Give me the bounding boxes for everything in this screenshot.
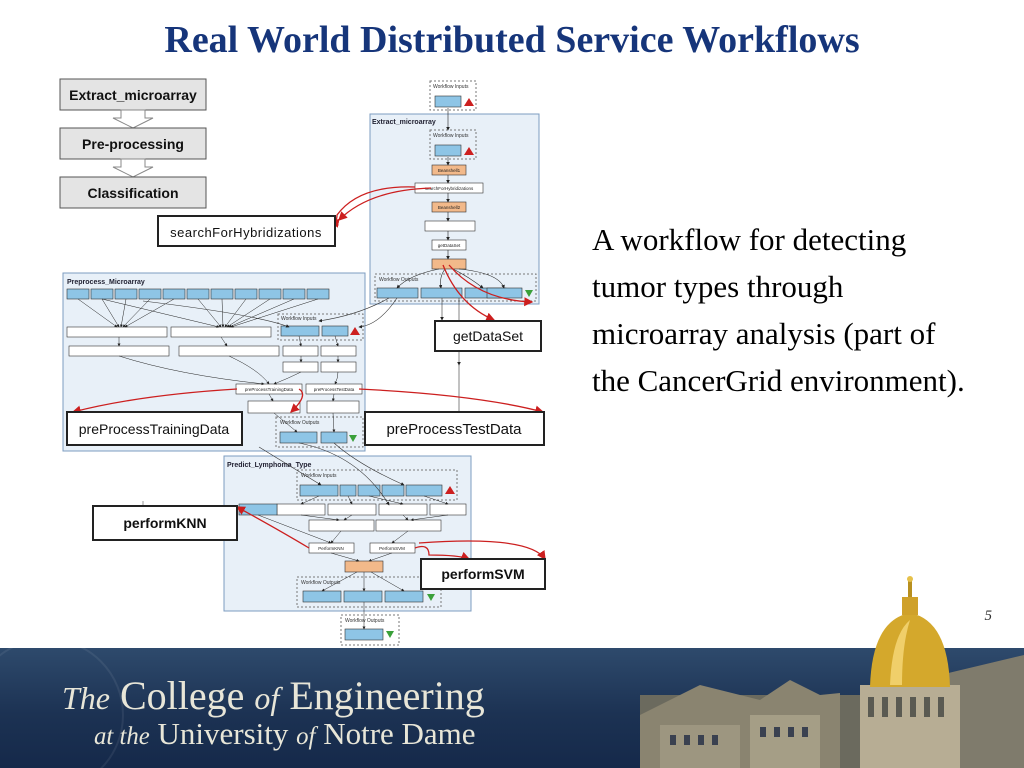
group-predict-title: Predict_Lymphoma_Type — [227, 462, 312, 469]
page-number: 5 — [984, 608, 993, 624]
pipeline-steps: Extract_microarray Pre-processing Classi… — [59, 78, 207, 209]
callout-perform-svm-box — [420, 558, 546, 590]
slide-caption: A workflow for detecting tumor types thr… — [592, 222, 965, 398]
workflow-outputs-label: Workflow Outputs — [345, 618, 385, 624]
workflow-outputs-label: Workflow Outputs — [280, 420, 320, 426]
node-search-small-label: searchForHybridizations — [425, 186, 474, 191]
callout-getdataset-box — [434, 320, 542, 352]
callout-perform-knn-label: performKNN — [123, 515, 206, 531]
callout-search-box — [157, 215, 336, 247]
footer-the: The — [62, 680, 110, 716]
node-preprocess-test-small-label: preProcessTestData — [314, 387, 355, 392]
node-beanshell2-label: Beanshell2 — [438, 205, 461, 210]
workflow-outputs-label: Workflow Outputs — [379, 277, 419, 283]
university-seal-watermark — [0, 648, 124, 768]
footer-college: College — [120, 673, 245, 718]
golden-dome-image — [640, 575, 1024, 768]
callout-search-label: searchForHybridizations — [170, 225, 322, 240]
node-beanshell1-label: Beanshell1 — [438, 168, 461, 173]
callout-getdataset-label: getDataSet — [453, 328, 523, 344]
top-workflow-inputs: Workflow Inputs — [429, 80, 477, 111]
callout-preprocess-test-label: preProcessTestData — [386, 421, 522, 438]
callout-preprocess-training-box — [66, 411, 243, 446]
step-classification-label: Classification — [87, 185, 178, 201]
callout-perform-knn-box — [92, 505, 238, 541]
callouts: searchForHybridizations getDataSet prePr… — [66, 215, 546, 590]
footer-of-2: of — [296, 723, 316, 750]
node-perform-knn-small-label: PerformKNN — [318, 546, 344, 551]
step-extract-label: Extract_microarray — [69, 87, 197, 103]
footer-of-1: of — [254, 680, 280, 716]
workflow-inputs-label: Workflow Inputs — [433, 133, 469, 139]
footer-at-the: at the — [94, 723, 150, 750]
group-extract-microarray: Extract_microarray Workflow Inputs Beans… — [369, 108, 540, 305]
step-down-arrow — [112, 109, 154, 129]
workflow-inputs-label: Workflow Inputs — [301, 473, 337, 479]
callout-perform-svm-label: performSVM — [441, 566, 524, 582]
step-preprocessing-label: Pre-processing — [82, 136, 184, 152]
slide-title: Real World Distributed Service Workflows — [164, 19, 860, 61]
step-classification-box — [59, 176, 207, 209]
node-getdataset-small-label: getDataSet — [438, 243, 461, 248]
group-preprocess-title: Preprocess_Microarray — [67, 279, 145, 286]
workflow-inputs-label: Workflow Inputs — [281, 316, 317, 322]
callout-preprocess-test-box — [364, 411, 545, 446]
footer-university: University — [157, 716, 289, 751]
footer-engineering: Engineering — [289, 673, 485, 718]
step-preprocessing-box — [59, 127, 207, 160]
workflow-diagram: Extract_microarray Pre-processing Classi… — [59, 75, 548, 648]
workflow-outputs-label: Workflow Outputs — [301, 580, 341, 586]
footer-line-2: at the University of Notre Dame — [94, 716, 476, 752]
bottom-workflow-outputs: Workflow Outputs — [340, 602, 400, 646]
node-perform-svm-small-label: PerformSVM — [379, 546, 405, 551]
workflow-inputs-label: Workflow Inputs — [433, 84, 469, 90]
node-preprocess-training-small-label: preProcessTrainingData — [245, 387, 294, 392]
step-extract-box — [59, 78, 207, 111]
footer-notre-dame: Notre Dame — [323, 716, 476, 751]
callout-preprocess-training-label: preProcessTrainingData — [79, 421, 230, 437]
step-down-arrow — [112, 158, 154, 178]
group-extract-title: Extract_microarray — [372, 119, 436, 126]
footer-line-1: The College of Engineering — [62, 672, 485, 719]
